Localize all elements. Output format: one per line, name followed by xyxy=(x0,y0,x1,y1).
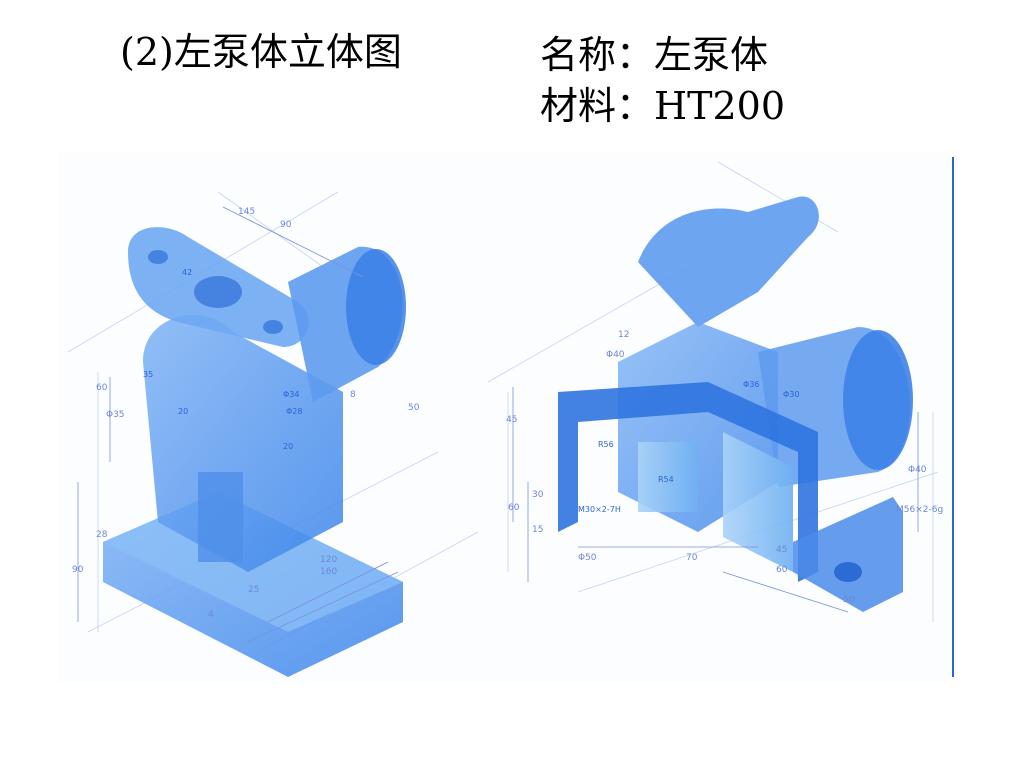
svg-text:42: 42 xyxy=(182,268,192,277)
pump-body-3d-drawing: 145 90 42 60 Φ35 35 20 Φ34 Φ28 8 20 120 … xyxy=(58,152,958,682)
svg-text:Φ34: Φ34 xyxy=(283,390,299,399)
svg-text:Φ40: Φ40 xyxy=(908,465,927,475)
svg-text:Φ36: Φ36 xyxy=(743,380,759,389)
svg-text:Φ30: Φ30 xyxy=(783,390,799,399)
left-isometric-view: 145 90 42 60 Φ35 35 20 Φ34 Φ28 8 20 120 … xyxy=(72,206,420,677)
part-info: 名称：左泵体 材料：HT200 xyxy=(540,30,785,133)
cut-section xyxy=(558,382,708,532)
svg-text:60: 60 xyxy=(776,565,788,575)
section-base xyxy=(793,497,903,612)
svg-text:M30×2-7H: M30×2-7H xyxy=(578,505,621,514)
svg-text:70: 70 xyxy=(686,553,698,563)
drawing-canvas: 145 90 42 60 Φ35 35 20 Φ34 Φ28 8 20 120 … xyxy=(67,157,954,677)
part-name: 名称：左泵体 xyxy=(540,33,769,77)
svg-text:M56×2-6g: M56×2-6g xyxy=(896,505,943,515)
svg-text:25: 25 xyxy=(248,585,259,595)
svg-text:45: 45 xyxy=(776,545,787,555)
svg-text:4: 4 xyxy=(208,610,214,620)
page-title: (2)左泵体立体图 xyxy=(120,30,402,74)
svg-text:Φ28: Φ28 xyxy=(286,407,302,416)
svg-text:20: 20 xyxy=(283,442,293,451)
svg-text:50: 50 xyxy=(843,595,855,605)
svg-text:R56: R56 xyxy=(598,440,614,449)
svg-text:8: 8 xyxy=(350,390,356,400)
svg-text:60: 60 xyxy=(96,383,108,393)
svg-text:R54: R54 xyxy=(658,475,674,484)
main-body xyxy=(143,315,343,572)
svg-text:120: 120 xyxy=(320,555,337,565)
svg-text:28: 28 xyxy=(96,530,108,540)
svg-text:45: 45 xyxy=(506,415,517,425)
svg-text:Φ50: Φ50 xyxy=(578,553,597,563)
svg-text:Φ40: Φ40 xyxy=(606,350,625,360)
svg-text:Φ35: Φ35 xyxy=(106,410,125,420)
svg-text:20: 20 xyxy=(178,407,188,416)
svg-text:35: 35 xyxy=(143,370,153,379)
svg-text:145: 145 xyxy=(238,207,255,217)
svg-text:15: 15 xyxy=(532,525,543,535)
svg-text:90: 90 xyxy=(72,565,84,575)
svg-text:60: 60 xyxy=(508,503,520,513)
part-material: 材料：HT200 xyxy=(540,84,786,129)
svg-text:30: 30 xyxy=(532,490,544,500)
left-view-dimensions: 145 90 42 60 Φ35 35 20 Φ34 Φ28 8 20 120 … xyxy=(72,207,420,620)
svg-text:12: 12 xyxy=(618,330,629,340)
svg-text:50: 50 xyxy=(408,403,420,413)
section-top-flange xyxy=(638,196,819,327)
right-sectional-view: 12 Φ40 45 60 30 15 Φ50 70 45 60 50 Φ40 M… xyxy=(506,157,954,677)
right-view-dimensions: 12 Φ40 45 60 30 15 Φ50 70 45 60 50 Φ40 M… xyxy=(506,330,943,605)
svg-text:160: 160 xyxy=(320,567,337,577)
svg-text:90: 90 xyxy=(280,220,292,230)
